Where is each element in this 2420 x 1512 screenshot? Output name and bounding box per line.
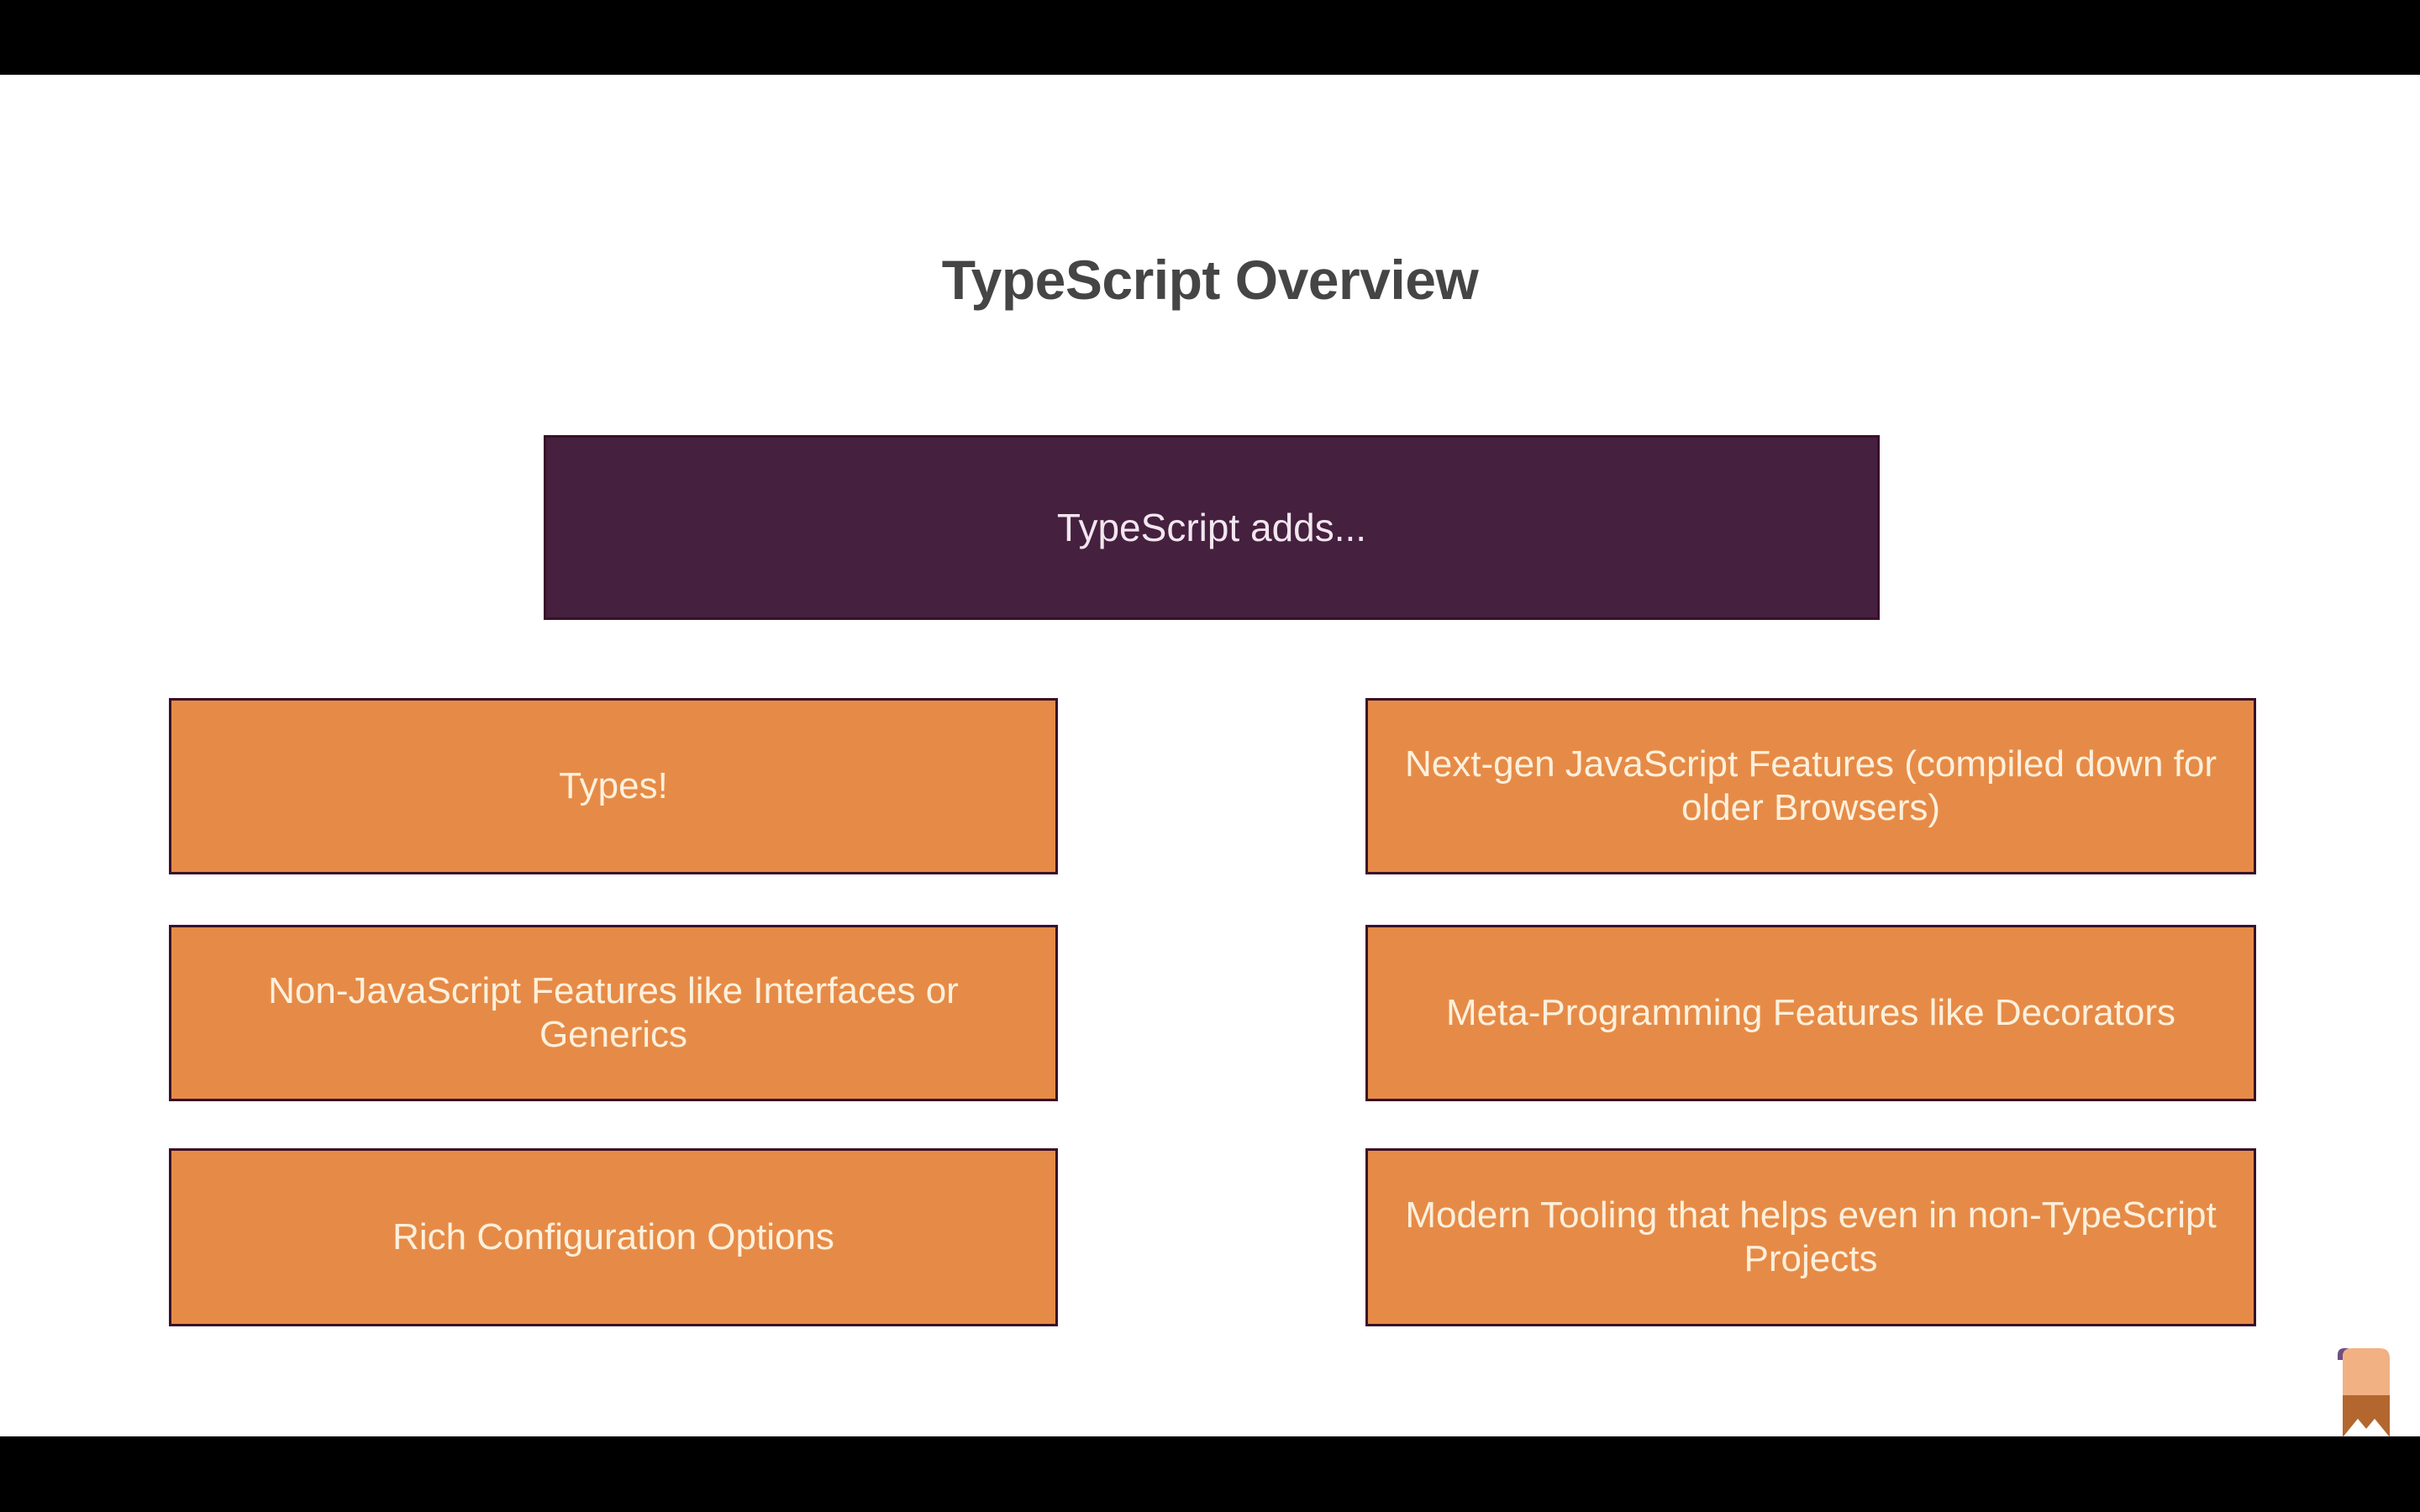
diagram-node-label: Modern Tooling that helps even in non-Ty…	[1405, 1194, 2217, 1279]
slide-canvas: TypeScript Overview TypeScript adds... T…	[0, 75, 2420, 1436]
diagram-node-label: Types!	[559, 765, 668, 807]
bookmark-logo-icon	[2338, 1348, 2390, 1437]
diagram-node-label: Next-gen JavaScript Features (compiled d…	[1405, 743, 2217, 828]
diagram-node-label: Rich Configuration Options	[392, 1216, 834, 1258]
diagram-node-next-gen-javascript: Next-gen JavaScript Features (compiled d…	[1365, 698, 2256, 874]
diagram-root-node-label: TypeScript adds...	[1056, 505, 1367, 549]
letterbox-top	[0, 0, 2420, 75]
diagram-node-types: Types!	[169, 698, 1058, 874]
diagram-root-node: TypeScript adds...	[544, 435, 1880, 620]
diagram-node-non-javascript-features: Non-JavaScript Features like Interfaces …	[169, 925, 1058, 1101]
letterbox-bottom	[0, 1436, 2420, 1512]
diagram-node-label: Non-JavaScript Features like Interfaces …	[268, 970, 959, 1055]
diagram-node-label: Meta-Programming Features like Decorator…	[1445, 992, 2176, 1034]
page-title: TypeScript Overview	[941, 249, 1479, 311]
diagram-node-meta-programming: Meta-Programming Features like Decorator…	[1365, 925, 2256, 1101]
diagram-node-modern-tooling: Modern Tooling that helps even in non-Ty…	[1365, 1148, 2256, 1326]
diagram-node-rich-configuration: Rich Configuration Options	[169, 1148, 1058, 1326]
